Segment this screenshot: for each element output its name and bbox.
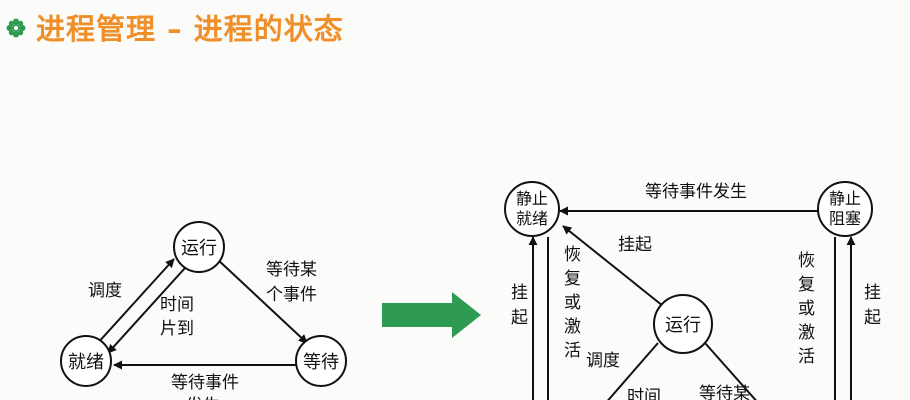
label-resume-right-char: 激: [798, 323, 815, 343]
edge-running-down-right: [704, 342, 757, 400]
slide-header: 进程管理 – 进程的状态: [0, 0, 910, 60]
label-suspend-left-2: 起: [511, 308, 528, 328]
node-suspended-ready-label-line1: 静止: [516, 189, 548, 208]
edge-running-to-suspended-ready: [562, 225, 664, 307]
transition-arrow: [382, 292, 481, 338]
node-suspended-blocked-label-line1: 静止: [829, 189, 861, 208]
label-resume-left: 恢 复 或 激 活: [564, 245, 581, 361]
node-ready-label: 就绪: [68, 352, 104, 373]
label-resume-left-char: 恢: [564, 245, 581, 265]
label-resume-right-char: 恢: [798, 251, 815, 271]
label-schedule-right: 调度: [586, 351, 620, 371]
edge-running-to-waiting: [215, 257, 308, 344]
left-state-diagram: 运行 就绪 等待 调度 时间 片到 等待某 个事件 等待事件 发生: [60, 221, 347, 400]
label-timeslice-right-partial: 时间: [627, 387, 661, 400]
label-schedule: 调度: [88, 281, 122, 301]
label-wait-event-line1: 等待某: [266, 260, 317, 280]
node-waiting-label: 等待: [303, 352, 339, 373]
edge-ready-to-running: [95, 258, 175, 346]
node-running-right: 运行: [653, 294, 713, 354]
label-suspend-right-1: 挂: [864, 283, 881, 303]
flower-bullet-icon: [6, 18, 26, 38]
node-suspended-ready-label-line2: 就绪: [516, 209, 548, 228]
label-wait-event-line2: 个事件: [266, 285, 317, 305]
label-resume-left-char: 激: [564, 317, 581, 337]
node-ready: 就绪: [60, 335, 112, 387]
node-suspended-ready: 静止 就绪: [504, 181, 560, 237]
label-suspend-top: 挂起: [618, 235, 652, 255]
node-running-label: 运行: [181, 238, 217, 259]
label-event-occurs-line2: 发生: [186, 396, 220, 400]
node-suspended-blocked-label-line2: 阻塞: [829, 209, 861, 228]
label-timeslice-line1: 时间: [160, 295, 194, 315]
label-resume-right-char: 复: [798, 275, 815, 295]
label-resume-left-char: 复: [564, 269, 581, 289]
node-running-right-label: 运行: [665, 315, 701, 336]
node-suspended-blocked: 静止 阻塞: [817, 181, 873, 237]
label-resume-right: 恢 复 或 激 活: [798, 251, 815, 367]
label-resume-right-char: 活: [798, 347, 815, 367]
label-wait-event-right-partial: 等待某: [699, 384, 750, 400]
node-waiting: 等待: [295, 335, 347, 387]
right-state-diagram: 静止 就绪 静止 阻塞 运行 等待事件发生 挂起 挂 起 恢 复 或 激 活 恢…: [504, 181, 881, 400]
node-running: 运行: [173, 221, 225, 273]
label-resume-left-char: 活: [564, 341, 581, 361]
label-suspend-right-2: 起: [864, 308, 881, 328]
label-resume-left-char: 或: [564, 293, 581, 313]
label-suspend-left-1: 挂: [511, 283, 528, 303]
label-event-occurs-right: 等待事件发生: [645, 182, 747, 202]
label-resume-right-char: 或: [798, 299, 815, 319]
slide-title: 进程管理 – 进程的状态: [36, 12, 344, 46]
label-timeslice-line2: 片到: [160, 319, 194, 339]
label-event-occurs-line1: 等待事件: [171, 373, 239, 393]
edge-running-to-ready: [107, 267, 186, 354]
edge-running-down-left: [607, 342, 659, 400]
